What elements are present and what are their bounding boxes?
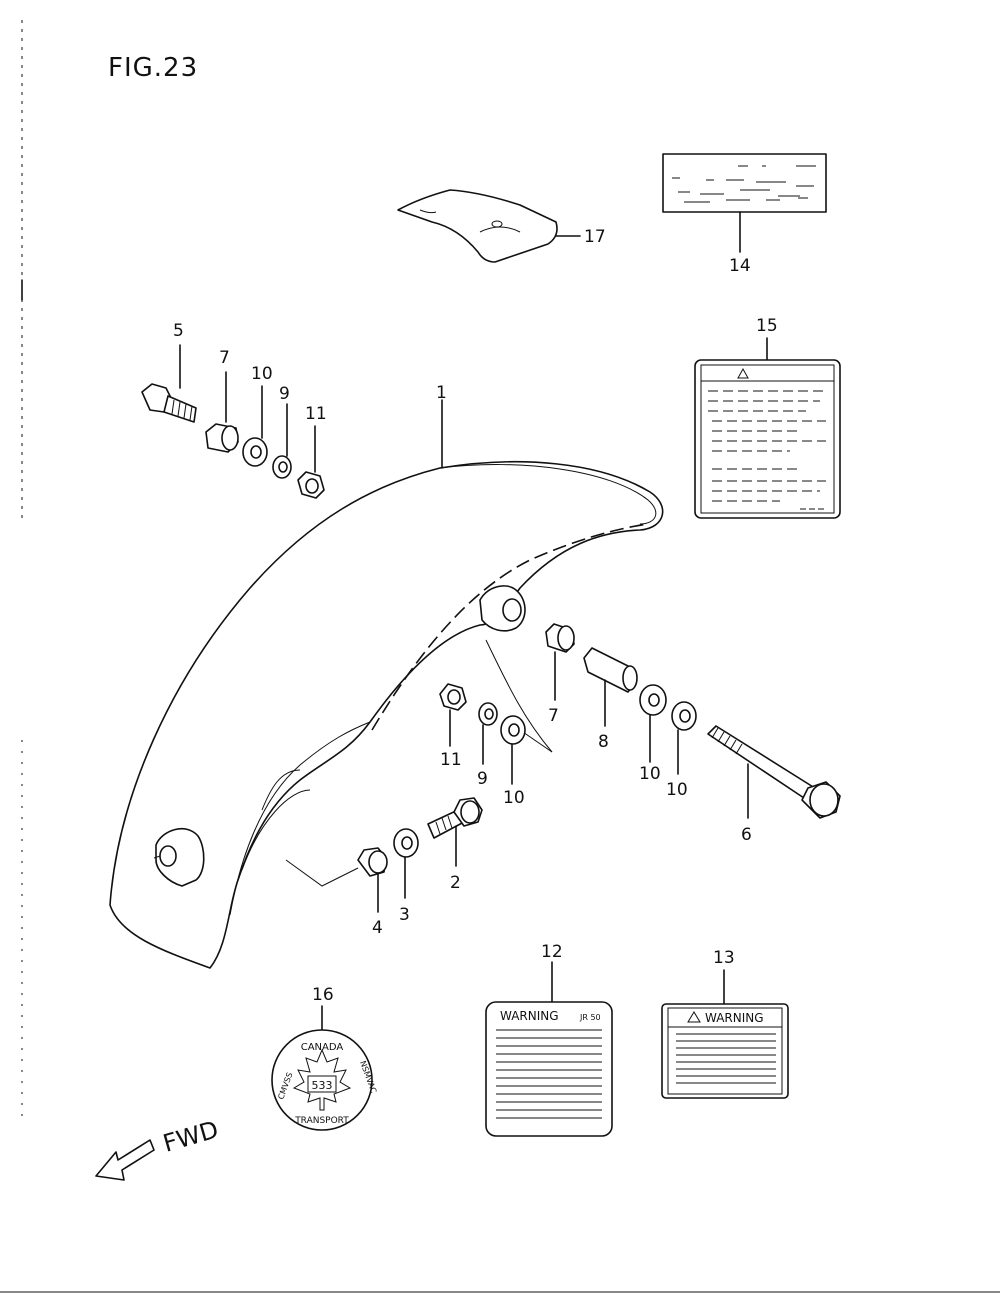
callout-10d: 10 (503, 788, 525, 808)
warning-12-code: JR 50 (579, 1013, 601, 1022)
callout-7a: 7 (219, 348, 230, 368)
forward-arrow-icon (95, 1139, 155, 1181)
part-3-lockwasher[interactable] (393, 828, 419, 899)
maple-leaf-icon (292, 1048, 352, 1111)
part-7-collar-top[interactable] (205, 371, 239, 453)
callout-15: 15 (756, 316, 778, 336)
canada-top-text: CANADA (301, 1042, 344, 1053)
part-9-lockwasher-top[interactable] (272, 403, 292, 479)
callout-12: 12 (541, 942, 563, 962)
part-9-lockwasher-mid[interactable] (478, 702, 498, 765)
callout-7b: 7 (548, 706, 559, 726)
part-10-washer-right-b[interactable] (671, 701, 697, 775)
warning-12-text: WARNING (500, 1009, 559, 1023)
part-8-spacer[interactable] (583, 647, 638, 727)
warning-13-text: WARNING (705, 1011, 764, 1025)
part-6-long-bolt[interactable] (707, 725, 841, 819)
callout-10b: 10 (639, 764, 661, 784)
callout-14: 14 (729, 256, 751, 276)
callout-6: 6 (741, 825, 752, 845)
part-2-bolt[interactable] (427, 797, 483, 867)
part-14-label[interactable] (662, 153, 827, 253)
part-13-warning-label[interactable]: WARNING (661, 969, 789, 1099)
canada-code: 533 (312, 1079, 333, 1092)
callout-13: 13 (713, 948, 735, 968)
callout-4: 4 (372, 918, 383, 938)
part-11-nut-top[interactable] (297, 425, 325, 499)
part-11-nut-mid[interactable] (439, 683, 467, 747)
part-4-grommet[interactable] (357, 847, 388, 913)
callout-3: 3 (399, 905, 410, 925)
part-10-washer-top[interactable] (242, 385, 268, 467)
callout-8: 8 (598, 732, 609, 752)
part-5-bolt[interactable] (141, 344, 197, 423)
part-1-front-fender[interactable] (109, 399, 664, 969)
part-10-washer-right-a[interactable] (639, 684, 667, 763)
callout-17: 17 (584, 227, 606, 247)
figure-title: FIG.23 (108, 53, 198, 83)
part-10-washer-mid[interactable] (500, 715, 526, 785)
callout-10c: 10 (666, 780, 688, 800)
part-15-label[interactable] (694, 337, 841, 519)
callout-10a: 10 (251, 364, 273, 384)
part-7-collar-mid[interactable] (545, 623, 575, 701)
part-17-pad[interactable] (397, 189, 581, 263)
callout-5: 5 (173, 321, 184, 341)
callout-9a: 9 (279, 384, 290, 404)
part-12-warning-label[interactable]: WARNING JR 50 (485, 961, 613, 1137)
callout-16: 16 (312, 985, 334, 1005)
callout-9b: 9 (477, 769, 488, 789)
part-16-canada-seal[interactable]: 533 CANADA TRANSPORT CMVSS NSMVAC (271, 1005, 378, 1131)
callout-11b: 11 (440, 750, 462, 770)
callout-2: 2 (450, 873, 461, 893)
fwd-label: FWD (160, 1115, 222, 1157)
callout-11a: 11 (305, 404, 327, 424)
callout-1: 1 (436, 383, 447, 403)
canada-bottom-text: TRANSPORT (294, 1116, 349, 1126)
